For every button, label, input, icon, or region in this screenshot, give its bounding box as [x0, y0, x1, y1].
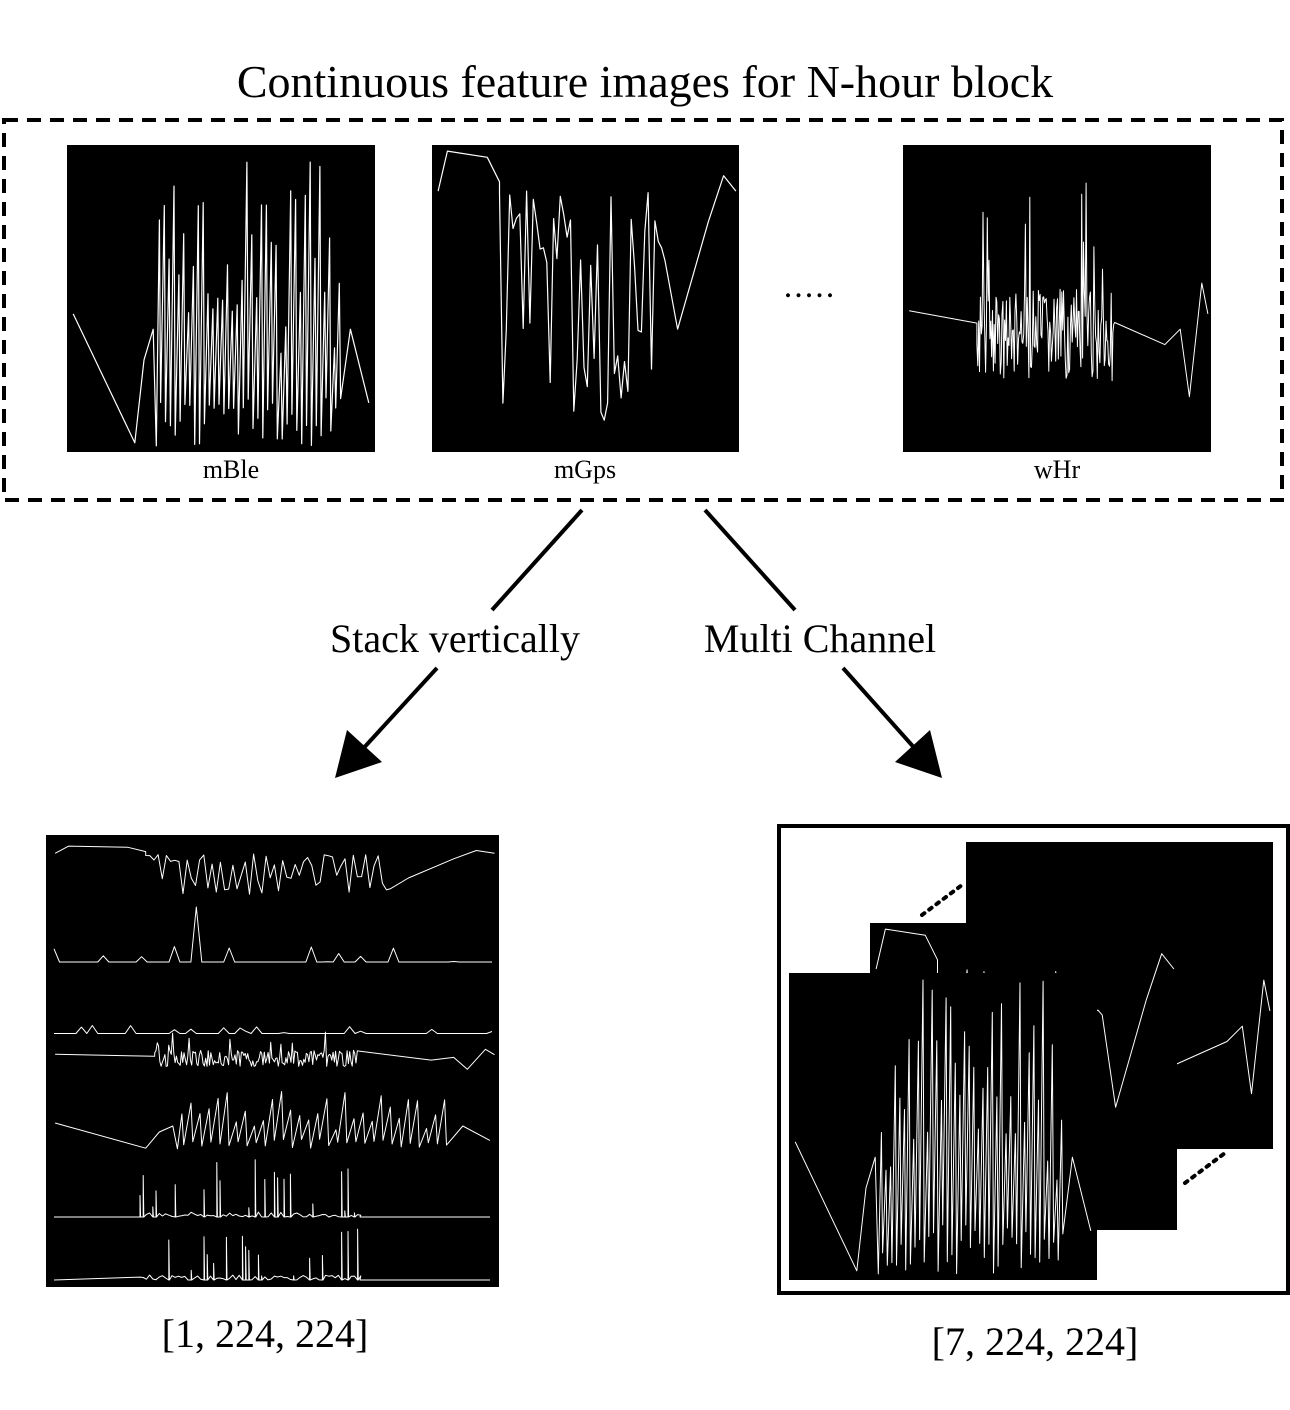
signal-line — [53, 906, 492, 963]
diagram-title: Continuous feature images for N-hour blo… — [236, 56, 1054, 107]
signal-line — [794, 979, 1092, 1275]
multichannel-shape-label: [7, 224, 224] — [931, 1319, 1139, 1364]
mgps-feature-image — [432, 145, 739, 452]
mble-feature-image — [67, 145, 375, 452]
mble-signal-trace — [72, 161, 370, 447]
channel-dots-bottom — [1183, 1151, 1227, 1185]
multichannel-branch-line-lower — [841, 666, 920, 754]
mgps-signal-trace — [437, 150, 737, 421]
signal-line — [54, 845, 495, 895]
stacked-signal-traces — [53, 845, 495, 1281]
mgps-label: mGps — [553, 455, 617, 484]
signal-line — [55, 1031, 495, 1070]
mble-label: mBle — [202, 455, 260, 484]
stack-arrowhead — [335, 730, 382, 778]
signal-line — [54, 1091, 491, 1150]
signal-line — [909, 182, 1209, 398]
stack-branch-line-lower — [358, 666, 439, 754]
stack-vertically-label: Stack vertically — [330, 616, 580, 661]
signal-line — [72, 161, 370, 447]
stacked-shape-label: [1, 224, 224] — [161, 1311, 369, 1356]
signal-line — [437, 150, 737, 421]
whr-label: wHr — [1033, 455, 1081, 484]
signal-line — [53, 1228, 490, 1281]
channel-dots-top — [920, 883, 964, 917]
multi-channel-label: Multi Channel — [703, 616, 937, 661]
more-features-ellipsis: ..... — [783, 268, 837, 305]
channel-front-trace — [794, 979, 1092, 1275]
signal-line — [54, 1159, 490, 1218]
whr-feature-image — [903, 145, 1211, 452]
stack-branch-line-upper — [490, 508, 584, 612]
multichannel-branch-line-upper — [703, 508, 797, 612]
multichannel-arrowhead — [895, 730, 942, 778]
channel-image-front — [789, 973, 1097, 1280]
stacked-image — [46, 835, 499, 1287]
whr-signal-trace — [909, 182, 1209, 398]
signal-line — [54, 1025, 493, 1034]
